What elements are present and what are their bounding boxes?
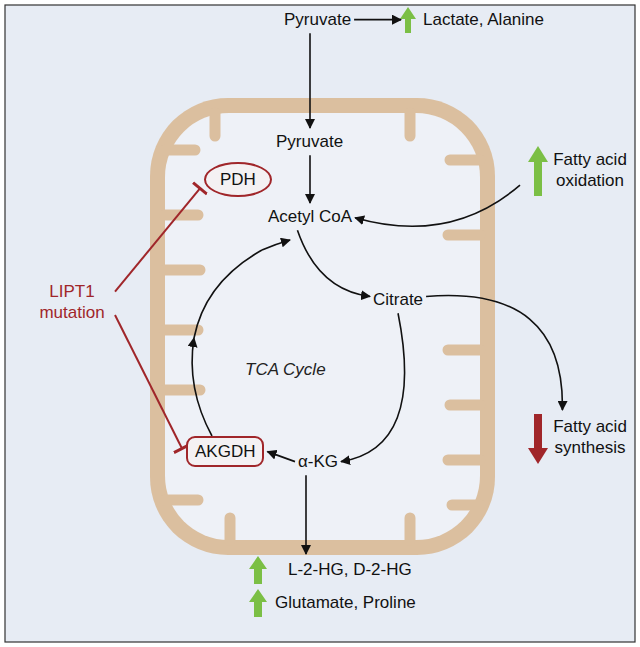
node-text: α-KG (298, 451, 338, 472)
node-text: Citrate (373, 289, 423, 310)
tca-cycle-arc (192, 240, 290, 436)
inhibition-line (115, 315, 182, 449)
metabolite-text: Citrate (373, 289, 423, 310)
increase-arrow (400, 7, 416, 33)
enzyme-ellipse: PDH (204, 162, 272, 197)
mitochondrion-outer (150, 98, 495, 555)
reaction-arrow (309, 33, 311, 128)
metabolite-text: Glutamate, Proline (275, 592, 416, 613)
inhibition-line (115, 188, 200, 291)
frame (5, 5, 635, 642)
reaction-arrow (267, 452, 295, 462)
reaction-arrow (355, 185, 520, 226)
node-text: Pyruvate (284, 9, 351, 30)
reaction-arrow (354, 19, 401, 21)
reaction-arrow (297, 230, 370, 296)
node-text: Fatty acid oxidation (544, 149, 636, 192)
reaction-arrow (305, 475, 307, 554)
node-text: Fatty acid synthesis (544, 416, 636, 459)
node-text: L-2-HG, D-2-HG (288, 559, 412, 580)
metabolite-text: Acetyl CoA (268, 206, 352, 227)
node-text: Glutamate, Proline (275, 592, 416, 613)
process-text: Fatty acid synthesis (544, 416, 636, 459)
metabolite-text: α-KG (298, 451, 338, 472)
increase-arrow (249, 589, 267, 617)
mutation-text: LIPT1 mutation (32, 281, 112, 324)
increase-arrow (249, 556, 267, 584)
enzyme-box: AKGDH (186, 436, 264, 467)
node-text: PDH (220, 169, 256, 190)
node-text: AKGDH (195, 441, 255, 462)
node-text: Lactate, Alanine (423, 9, 544, 30)
metabolite-text: Pyruvate (276, 131, 343, 152)
node-text: LIPT1 mutation (32, 281, 112, 324)
reaction-arrow (341, 313, 405, 461)
increase-arrow (528, 146, 548, 196)
metabolite-text: L-2-HG, D-2-HG (288, 559, 412, 580)
reaction-arrow (426, 295, 562, 410)
node-text: Acetyl CoA (268, 206, 352, 227)
metabolite-text: Lactate, Alanine (423, 9, 544, 30)
cristae (165, 113, 480, 540)
metabolite-text: Pyruvate (284, 9, 351, 30)
cycle-label: TCA Cycle (245, 360, 326, 380)
process-text: Fatty acid oxidation (544, 149, 636, 192)
reaction-arrow (309, 155, 311, 203)
node-text: Pyruvate (276, 131, 343, 152)
mitochondrion-inner (165, 113, 480, 540)
decrease-arrow (528, 414, 548, 464)
